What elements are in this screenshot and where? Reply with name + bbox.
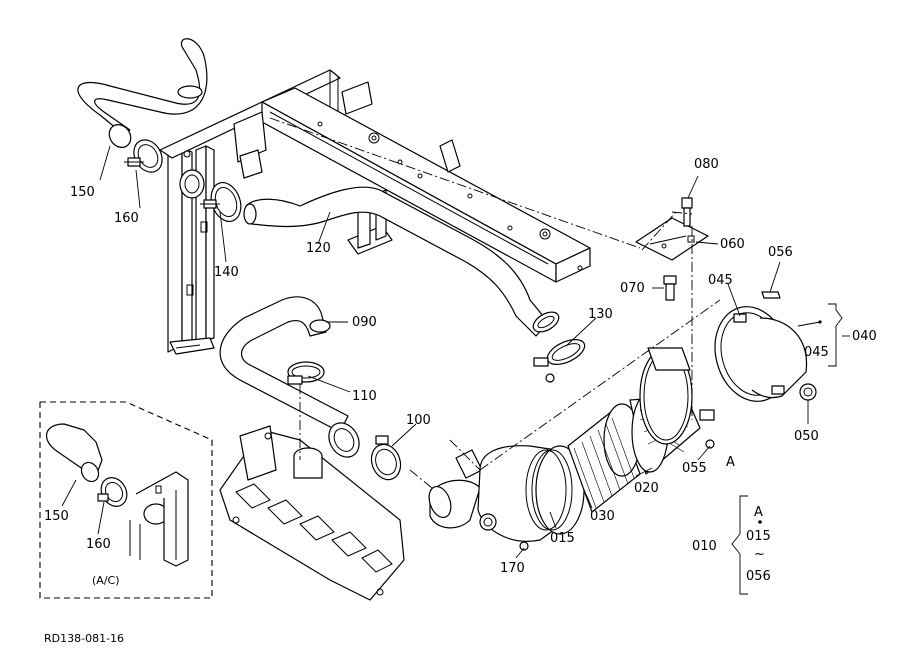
group-010-to: 056 (746, 569, 771, 584)
label-110: 110 (352, 389, 377, 404)
bolt-070 (663, 275, 677, 301)
part-labels: 150 160 140 120 090 110 100 130 080 060 … (44, 157, 877, 645)
cover-040 (714, 306, 808, 402)
label-045-a: 045 (708, 273, 733, 288)
leader-lines (61, 145, 850, 595)
label-150: 150 (70, 185, 95, 200)
label-090: 090 (352, 315, 377, 330)
label-056: 056 (768, 245, 793, 260)
group-010-from: 015 (746, 529, 771, 544)
label-130: 130 (588, 307, 613, 322)
air-cleaner-cap-015 (477, 445, 585, 551)
drawing-id: RD138-081-16 (44, 632, 124, 645)
indicator-056 (761, 291, 781, 299)
label-080: 080 (694, 157, 719, 172)
clamp-100 (370, 435, 402, 481)
group-010-top: A (754, 505, 763, 520)
label-170: 170 (500, 561, 525, 576)
inset-label-160: 160 (86, 537, 111, 552)
hose-090 (219, 296, 360, 458)
clamp-110 (287, 361, 325, 385)
group-010-tilde: ~ (754, 547, 765, 562)
label-160: 160 (114, 211, 139, 226)
clamp-140 (179, 169, 242, 222)
label-060: 060 (720, 237, 745, 252)
label-020: 020 (634, 481, 659, 496)
manifold (219, 425, 405, 601)
valve-050 (799, 383, 817, 401)
label-140: 140 (214, 265, 239, 280)
hose-150 (77, 38, 208, 148)
clamp-130 (533, 339, 586, 383)
ac-inset (39, 401, 213, 599)
label-050: 050 (794, 429, 819, 444)
center-lines (269, 117, 721, 489)
bolt-080 (681, 197, 693, 227)
inset-label-150: 150 (44, 509, 69, 524)
bracket-060 (635, 217, 709, 261)
clamp-160 (124, 139, 163, 173)
label-015: 015 (550, 531, 575, 546)
label-120: 120 (306, 241, 331, 256)
label-070: 070 (620, 281, 645, 296)
label-045-b: 045 (804, 345, 829, 360)
label-040: 040 (852, 329, 877, 344)
label-100: 100 (406, 413, 431, 428)
air-cleaner-inlet-015 (428, 449, 483, 529)
inset-caption: (A/C) (92, 574, 120, 587)
bracket-band-055 (639, 347, 715, 449)
label-A: A (726, 455, 735, 470)
hose-120 (243, 186, 560, 337)
element-030 (567, 403, 641, 513)
group-010-label: 010 (692, 539, 717, 554)
cross-beam (233, 81, 591, 283)
label-030: 030 (590, 509, 615, 524)
label-055: 055 (682, 461, 707, 476)
